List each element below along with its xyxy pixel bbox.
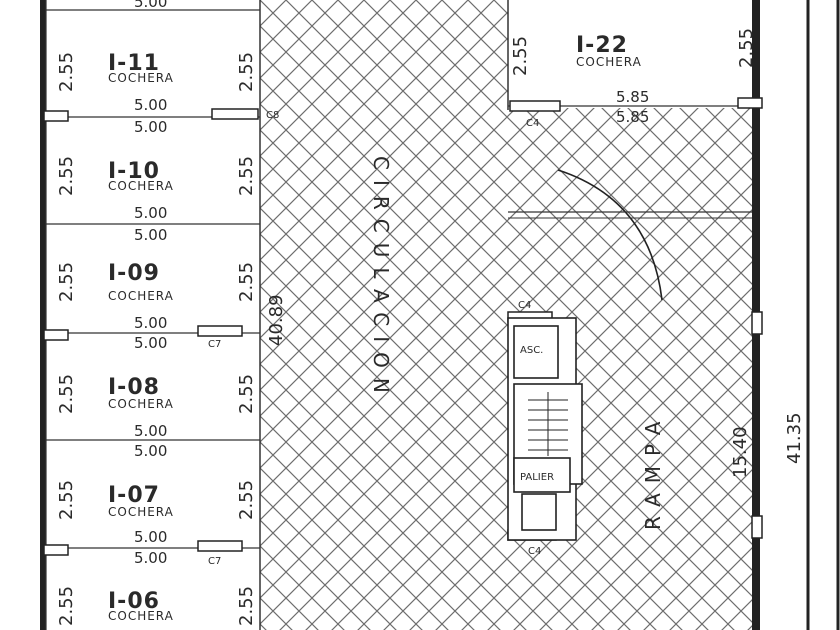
unit-number: I-08 bbox=[108, 375, 160, 400]
stall-depth-dim: 5.00 bbox=[134, 334, 167, 352]
stall-width-dim: 2.55 bbox=[236, 262, 257, 302]
column-tag-c8: C8 bbox=[266, 110, 279, 121]
stall-depth-dim: 5.00 bbox=[134, 226, 167, 244]
stall-width-dim: 2.55 bbox=[510, 36, 531, 76]
unit-use: COCHERA bbox=[108, 289, 174, 303]
circulation-label: CIRCULACION bbox=[369, 156, 393, 403]
stall-depth-dim: 5.00 bbox=[134, 549, 167, 567]
stall-width-dim: 2.55 bbox=[56, 586, 77, 626]
stall-depth-dim: 5.00 bbox=[134, 0, 167, 11]
unit-use: COCHERA bbox=[576, 55, 642, 69]
stall-depth-dim: 5.00 bbox=[134, 528, 167, 546]
unit-number: I-09 bbox=[108, 261, 160, 286]
stall-depth-dim: 5.00 bbox=[134, 96, 167, 114]
stall-depth-dim: 5.00 bbox=[134, 422, 167, 440]
unit-use: COCHERA bbox=[108, 609, 174, 623]
left-wall bbox=[40, 0, 46, 630]
total-length-dim: 41.35 bbox=[784, 412, 805, 464]
unit-number: I-06 bbox=[108, 589, 160, 614]
stair-treads bbox=[528, 392, 568, 456]
hatched-aisle bbox=[260, 0, 508, 630]
column-markers bbox=[43, 97, 763, 556]
stall-width-dim: 2.55 bbox=[236, 374, 257, 414]
unit-number: I-07 bbox=[108, 483, 160, 508]
stall-width-dim: 2.55 bbox=[56, 156, 77, 196]
stall-depth-dim: 5.00 bbox=[134, 118, 167, 136]
unit-number: I-22 bbox=[576, 33, 628, 58]
unit-use: COCHERA bbox=[108, 179, 174, 193]
stall-width-dim: 2.55 bbox=[236, 156, 257, 196]
stall-width-dim: 2.55 bbox=[56, 52, 77, 92]
column-tag-c7: C7 bbox=[208, 339, 221, 350]
stall-width-dim: 2.55 bbox=[56, 374, 77, 414]
column-tag-c7: C7 bbox=[208, 556, 221, 567]
elevator-label: ASC. bbox=[520, 345, 543, 356]
right-stall-depth-dim: 5.85 bbox=[616, 108, 649, 126]
unit-number: I-11 bbox=[108, 51, 160, 76]
column-tag-c4: C4 bbox=[518, 300, 531, 311]
unit-use: COCHERA bbox=[108, 397, 174, 411]
landing-label: PALIER bbox=[520, 472, 554, 483]
unit-number: I-10 bbox=[108, 159, 160, 184]
stall-depth-dim: 5.00 bbox=[134, 204, 167, 222]
ramp-label: RAMPA bbox=[641, 412, 665, 531]
ramp-length-dim: 15.40 bbox=[730, 426, 751, 478]
stall-width-dim: 2.55 bbox=[236, 52, 257, 92]
unit-use: COCHERA bbox=[108, 505, 174, 519]
stair-core bbox=[507, 317, 583, 541]
stall-depth-dim: 5.00 bbox=[134, 442, 167, 460]
right-stall-depth-dim: 5.85 bbox=[616, 88, 649, 106]
stall-width-dim: 2.55 bbox=[236, 586, 257, 626]
column-tag-c4: C4 bbox=[528, 546, 541, 557]
stall-depth-dim: 5.00 bbox=[134, 314, 167, 332]
stall-width-dim: 2.55 bbox=[56, 262, 77, 302]
stall-width-dim: 2.55 bbox=[736, 28, 757, 68]
stall-width-dim: 2.55 bbox=[56, 480, 77, 520]
column-tag-c4: C4 bbox=[526, 118, 539, 129]
aisle-length-dim: 40.89 bbox=[266, 294, 287, 346]
stall-width-dim: 2.55 bbox=[236, 480, 257, 520]
unit-use: COCHERA bbox=[108, 71, 174, 85]
